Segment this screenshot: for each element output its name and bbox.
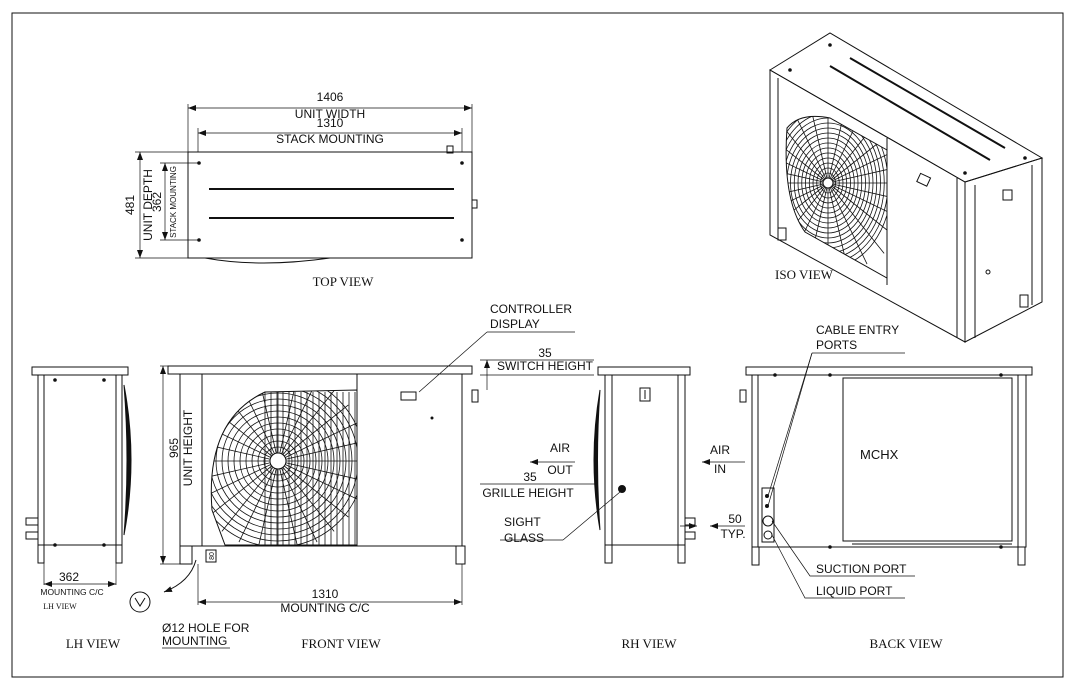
sight-glass-2: GLASS: [504, 531, 544, 545]
top-view-body: [187, 151, 473, 259]
air-out-2: OUT: [547, 463, 573, 477]
top-stack-label: STACK MOUNTING: [276, 132, 384, 146]
air-out-1: AIR: [550, 441, 570, 455]
drawing-border: [11, 12, 1064, 678]
back-view-title: BACK VIEW: [869, 636, 943, 651]
sight-glass-1: SIGHT: [504, 515, 541, 529]
front-height-label: UNIT HEIGHT: [181, 409, 195, 486]
suction-port-label: SUCTION PORT: [816, 562, 907, 576]
switch-value: 35: [538, 346, 552, 360]
controller-label-2: DISPLAY: [490, 317, 540, 331]
top-width-label: UNIT WIDTH: [295, 107, 365, 121]
air-in-1: AIR: [710, 443, 730, 457]
grille-value: 35: [523, 470, 537, 484]
top-stackdepth-value: 362: [150, 192, 164, 212]
hole-label-2: MOUNTING: [162, 634, 227, 648]
top-depth-label: UNIT DEPTH: [141, 169, 155, 241]
front-fan-grille: [210, 389, 358, 546]
grille-label: GRILLE HEIGHT: [482, 486, 574, 500]
front-view-title: FRONT VIEW: [301, 636, 381, 651]
front-mounting-value: 1310: [312, 587, 339, 601]
front-mounting-label: MOUNTING C/C: [280, 601, 370, 615]
typ-value: 50: [728, 512, 742, 526]
back-view: CABLE ENTRY PORTS MCHX SUCTION PORT LIQU…: [739, 323, 1033, 651]
top-depth-value: 481: [123, 195, 137, 215]
top-stack-value: 1310: [317, 116, 344, 130]
mchx-label: MCHX: [860, 447, 899, 462]
iso-fan-grille: [785, 115, 888, 279]
controller-label-1: CONTROLLER: [490, 302, 572, 316]
front-height-value: 965: [167, 438, 181, 458]
lh-view-title: LH VIEW: [66, 636, 121, 651]
liquid-port-label: LIQUID PORT: [816, 584, 893, 598]
typ-label: TYP.: [720, 527, 745, 541]
cable-entry-2: PORTS: [816, 338, 857, 352]
front-view: 80 CONTROLLER DISPLAY 35 SWITCH HEIGHT 9…: [129, 302, 594, 651]
rh-view: AIR OUT 35 GRILLE HEIGHT SIGHT GLASS AIR…: [480, 366, 746, 651]
lh-dim-value: 362: [59, 570, 79, 584]
top-view-title: TOP VIEW: [313, 274, 375, 289]
cable-entry-1: CABLE ENTRY: [816, 323, 899, 337]
top-stackdepth-label: STACK MOUNTING: [169, 166, 178, 238]
rh-view-title: RH VIEW: [621, 636, 677, 651]
lh-small-note: LH VIEW: [43, 602, 77, 611]
top-width-value: 1406: [317, 90, 344, 104]
iso-view-title: ISO VIEW: [775, 267, 834, 282]
top-view: 1406 UNIT WIDTH 1310 STACK MOUNTING 481 …: [123, 90, 478, 289]
lh-dim-label: MOUNTING C/C: [40, 587, 103, 597]
hole-label-1: Ø12 HOLE FOR: [162, 621, 250, 635]
iso-view: ISO VIEW: [769, 32, 1044, 343]
switch-label: SWITCH HEIGHT: [497, 359, 594, 373]
controller-display: [400, 391, 417, 401]
lh-view: 362 MOUNTING C/C LH VIEW LH VIEW: [25, 366, 132, 651]
front-foot-mark: 80: [209, 552, 216, 560]
air-in-2: IN: [714, 462, 726, 476]
